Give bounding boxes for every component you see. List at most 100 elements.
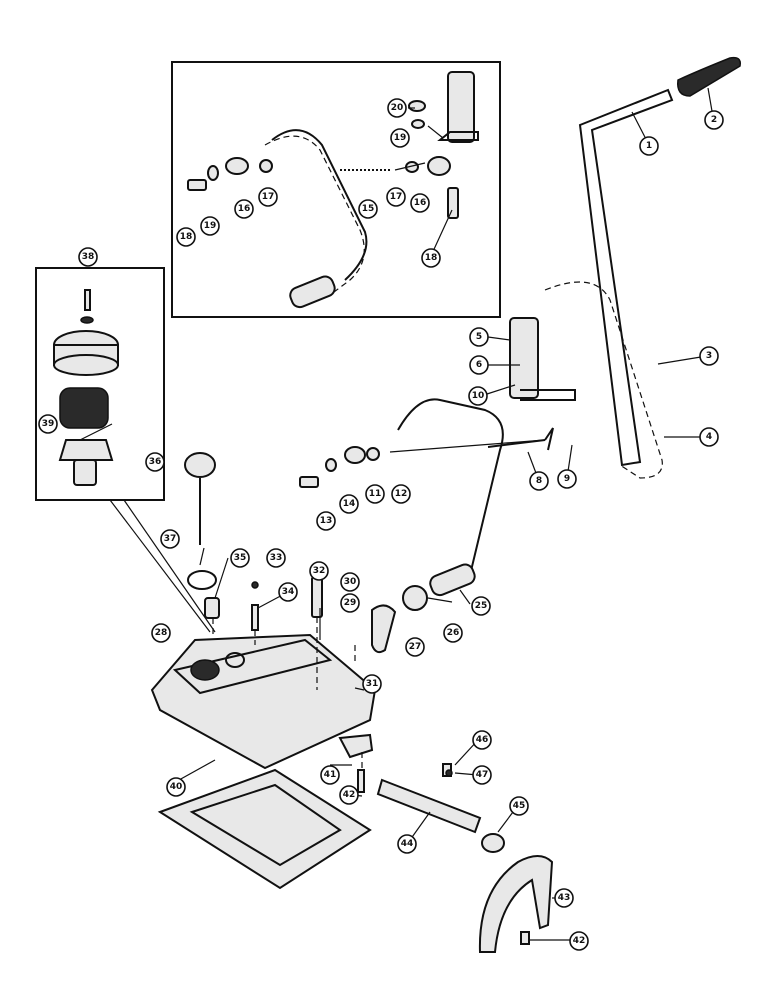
detail-inset-frame-left bbox=[35, 267, 165, 501]
callout-label: 20 bbox=[391, 103, 404, 113]
callout-1: 1 bbox=[639, 136, 659, 156]
callout-label: 12 bbox=[395, 489, 408, 499]
callout-18a: 18 bbox=[176, 227, 196, 247]
callout-label: 32 bbox=[313, 566, 326, 576]
callout-8: 8 bbox=[529, 471, 549, 491]
callout-label: 34 bbox=[282, 587, 295, 597]
callout-label: 16 bbox=[414, 198, 427, 208]
callout-11: 11 bbox=[365, 484, 385, 504]
inset-pointer-line bbox=[109, 499, 211, 633]
callout-label: 10 bbox=[472, 391, 485, 401]
callout-label: 30 bbox=[344, 577, 357, 587]
callout-label: 1 bbox=[646, 141, 652, 151]
callout-26: 26 bbox=[443, 623, 463, 643]
shift-rail-assembly bbox=[338, 733, 554, 953]
callout-label: 36 bbox=[149, 457, 162, 467]
callout-label: 16 bbox=[238, 204, 251, 214]
callout-32: 32 bbox=[309, 561, 329, 581]
callout-9: 9 bbox=[557, 469, 577, 489]
callout-33: 33 bbox=[266, 548, 286, 568]
callout-label: 31 bbox=[366, 679, 379, 689]
callout-30: 30 bbox=[340, 572, 360, 592]
callout-36: 36 bbox=[145, 452, 165, 472]
callout-label: 15 bbox=[362, 204, 375, 214]
callout-label: 18 bbox=[425, 253, 438, 263]
callout-label: 39 bbox=[42, 419, 55, 429]
callout-label: 14 bbox=[343, 499, 356, 509]
callout-label: 35 bbox=[234, 553, 247, 563]
callout-45: 45 bbox=[509, 796, 529, 816]
callout-14: 14 bbox=[339, 494, 359, 514]
inset-lever-assembly bbox=[187, 71, 479, 309]
inset-pointer-line bbox=[123, 499, 216, 633]
callout-label: 8 bbox=[536, 476, 542, 486]
leader-lines bbox=[79, 87, 714, 941]
callout-18b: 18 bbox=[421, 248, 441, 268]
callout-10: 10 bbox=[468, 386, 488, 406]
callout-19a: 19 bbox=[200, 216, 220, 236]
callout-42a: 42 bbox=[339, 785, 359, 805]
callout-31: 31 bbox=[362, 674, 382, 694]
callout-12: 12 bbox=[391, 484, 411, 504]
detail-inset-frame-upper bbox=[171, 61, 501, 318]
callout-label: 26 bbox=[447, 628, 460, 638]
callout-label: 45 bbox=[513, 801, 526, 811]
callout-label: 25 bbox=[475, 601, 488, 611]
callout-42b: 42 bbox=[569, 931, 589, 951]
callout-label: 47 bbox=[476, 770, 489, 780]
callout-label: 11 bbox=[369, 489, 382, 499]
callout-label: 27 bbox=[409, 642, 422, 652]
callout-4: 4 bbox=[699, 427, 719, 447]
callout-5: 5 bbox=[469, 327, 489, 347]
callout-27: 27 bbox=[405, 637, 425, 657]
callout-47: 47 bbox=[472, 765, 492, 785]
callout-17a: 17 bbox=[258, 187, 278, 207]
callout-label: 41 bbox=[324, 770, 337, 780]
callout-label: 38 bbox=[82, 252, 95, 262]
callout-43: 43 bbox=[554, 888, 574, 908]
inset-breather-assembly bbox=[53, 289, 119, 486]
callout-46: 46 bbox=[472, 730, 492, 750]
callout-38: 38 bbox=[78, 247, 98, 267]
callout-label: 28 bbox=[155, 628, 168, 638]
callout-label: 37 bbox=[164, 534, 177, 544]
callout-label: 19 bbox=[394, 133, 407, 143]
callout-label: 46 bbox=[476, 735, 489, 745]
callout-40: 40 bbox=[166, 777, 186, 797]
callout-label: 6 bbox=[476, 360, 482, 370]
callout-13: 13 bbox=[316, 511, 336, 531]
callouts: 1 2 3 4 5 6 8 9 10 11 12 13 14 15 16 16 … bbox=[38, 98, 724, 951]
gear-shift-lever bbox=[544, 56, 742, 479]
callout-label: 42 bbox=[343, 790, 356, 800]
shift-linkage bbox=[299, 317, 576, 654]
callout-label: 19 bbox=[204, 221, 217, 231]
callout-34: 34 bbox=[278, 582, 298, 602]
callout-label: 44 bbox=[401, 839, 414, 849]
callout-label: 18 bbox=[180, 232, 193, 242]
callout-16a: 16 bbox=[234, 199, 254, 219]
callout-41: 41 bbox=[320, 765, 340, 785]
callout-label: 2 bbox=[711, 115, 717, 125]
callout-label: 5 bbox=[476, 332, 482, 342]
callout-16b: 16 bbox=[410, 193, 430, 213]
callout-3: 3 bbox=[699, 346, 719, 366]
callout-label: 17 bbox=[390, 192, 403, 202]
callout-17b: 17 bbox=[386, 187, 406, 207]
callout-6: 6 bbox=[469, 355, 489, 375]
callout-label: 42 bbox=[573, 936, 586, 946]
callout-label: 33 bbox=[270, 553, 283, 563]
callout-2: 2 bbox=[704, 110, 724, 130]
callout-19b: 19 bbox=[390, 128, 410, 148]
callout-28: 28 bbox=[151, 623, 171, 643]
callout-39: 39 bbox=[38, 414, 58, 434]
callout-label: 43 bbox=[558, 893, 571, 903]
callout-label: 3 bbox=[706, 351, 712, 361]
callout-label: 4 bbox=[706, 432, 712, 442]
callout-25: 25 bbox=[471, 596, 491, 616]
callout-label: 9 bbox=[564, 474, 570, 484]
callout-37: 37 bbox=[160, 529, 180, 549]
callout-35: 35 bbox=[230, 548, 250, 568]
gasket bbox=[157, 768, 372, 890]
dipstick bbox=[184, 452, 217, 590]
